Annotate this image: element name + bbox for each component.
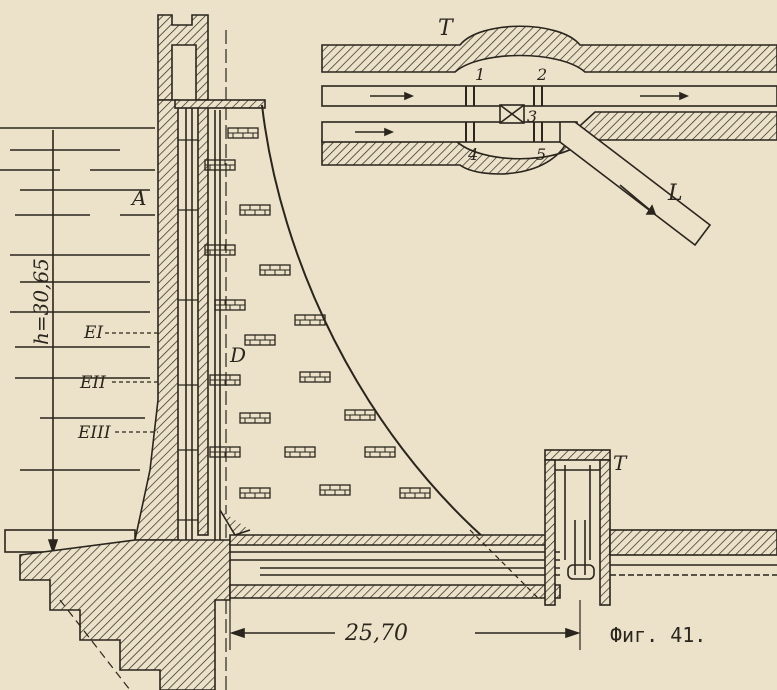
label-tunnel-top: T: [438, 16, 455, 41]
label-level-3: EIII: [77, 423, 111, 443]
upstream-wall: [134, 99, 179, 541]
bottom-gallery: [229, 529, 561, 601]
label-valve-3: 3: [527, 107, 537, 126]
tower-top: [157, 14, 209, 101]
label-level-2: EII: [79, 373, 106, 393]
label-shaft: D: [229, 343, 246, 367]
height-dimension-label: h=30,65: [29, 258, 53, 345]
valve-tower: [544, 449, 611, 606]
label-valve-2: 2: [536, 65, 547, 84]
label-valve-4: 4: [467, 145, 478, 164]
water-lines: [0, 127, 155, 471]
base-width-dimension-label: 25,70: [344, 621, 408, 646]
label-valve-5: 5: [536, 145, 546, 164]
inset-pipe-plan: [321, 25, 777, 247]
label-valve-1: 1: [475, 65, 485, 84]
label-valve-tower: T: [613, 451, 628, 475]
label-upstream-face: A: [130, 186, 146, 210]
label-level-1: EI: [83, 323, 103, 343]
figure-caption: Фиг. 41.: [610, 623, 706, 647]
right-ground: [609, 529, 777, 556]
downstream-face: [261, 104, 493, 546]
foundation: [19, 539, 231, 690]
label-outlet-pipe: L: [667, 181, 683, 206]
